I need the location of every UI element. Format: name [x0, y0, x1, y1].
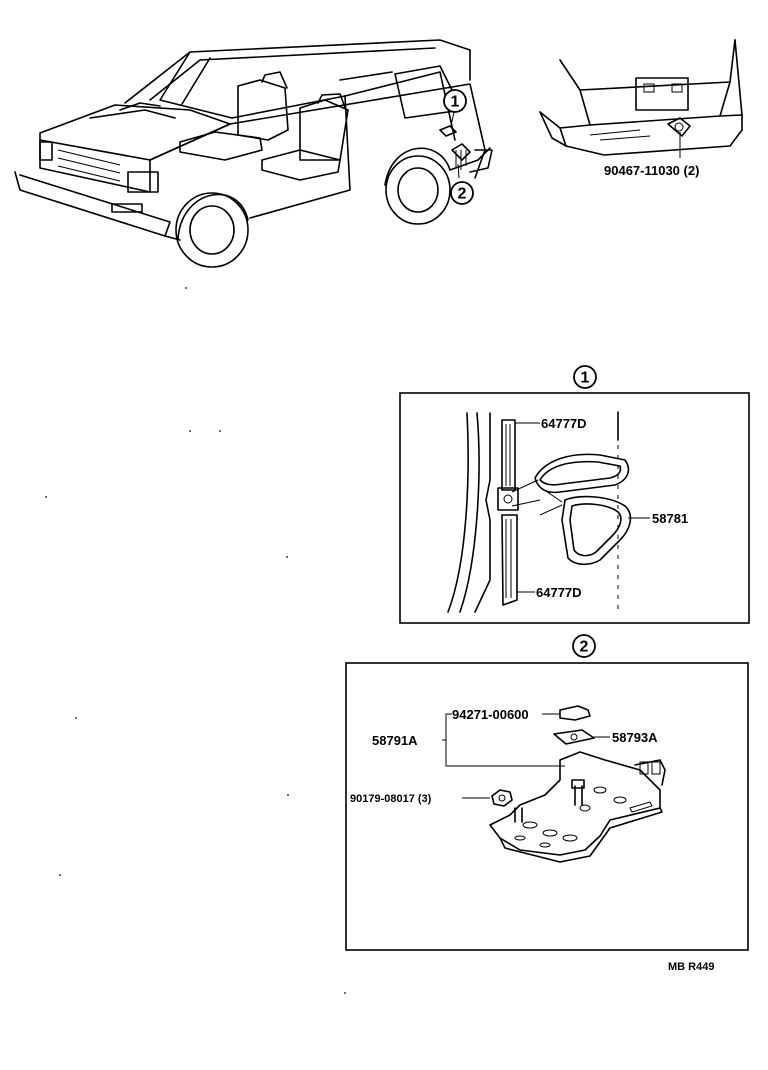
- part-90179-08017: 90179-08017 (3): [350, 793, 432, 805]
- detail-2-header: 2: [572, 634, 596, 658]
- part-64777d-lower: 64777D: [536, 585, 582, 600]
- diagram-code: MB R449: [668, 961, 714, 973]
- detail-1-header: 1: [573, 365, 597, 389]
- part-58793a: 58793A: [612, 730, 658, 745]
- bumper-part-number: 90467-11030 (2): [604, 163, 699, 178]
- part-58791a: 58791A: [372, 733, 418, 748]
- rear-bumper-illustration: [539, 39, 743, 158]
- scan-specks: [45, 287, 346, 994]
- part-64777d-upper: 64777D: [541, 416, 587, 431]
- part-58781: 58781: [652, 511, 688, 526]
- callout-1: 1: [443, 89, 467, 113]
- vehicle-illustration: [14, 39, 493, 268]
- svg-text:1: 1: [451, 94, 460, 111]
- detail-1-frame: [399, 392, 750, 624]
- svg-text:2: 2: [458, 186, 467, 203]
- detail-2-drawing: [442, 705, 666, 863]
- detail-2-frame: [345, 662, 749, 951]
- svg-text:1: 1: [581, 370, 590, 387]
- svg-text:2: 2: [580, 639, 589, 656]
- detail-1-drawing: [447, 411, 650, 613]
- callout-2: 2: [450, 181, 474, 205]
- part-94271-00600: 94271-00600: [452, 707, 529, 722]
